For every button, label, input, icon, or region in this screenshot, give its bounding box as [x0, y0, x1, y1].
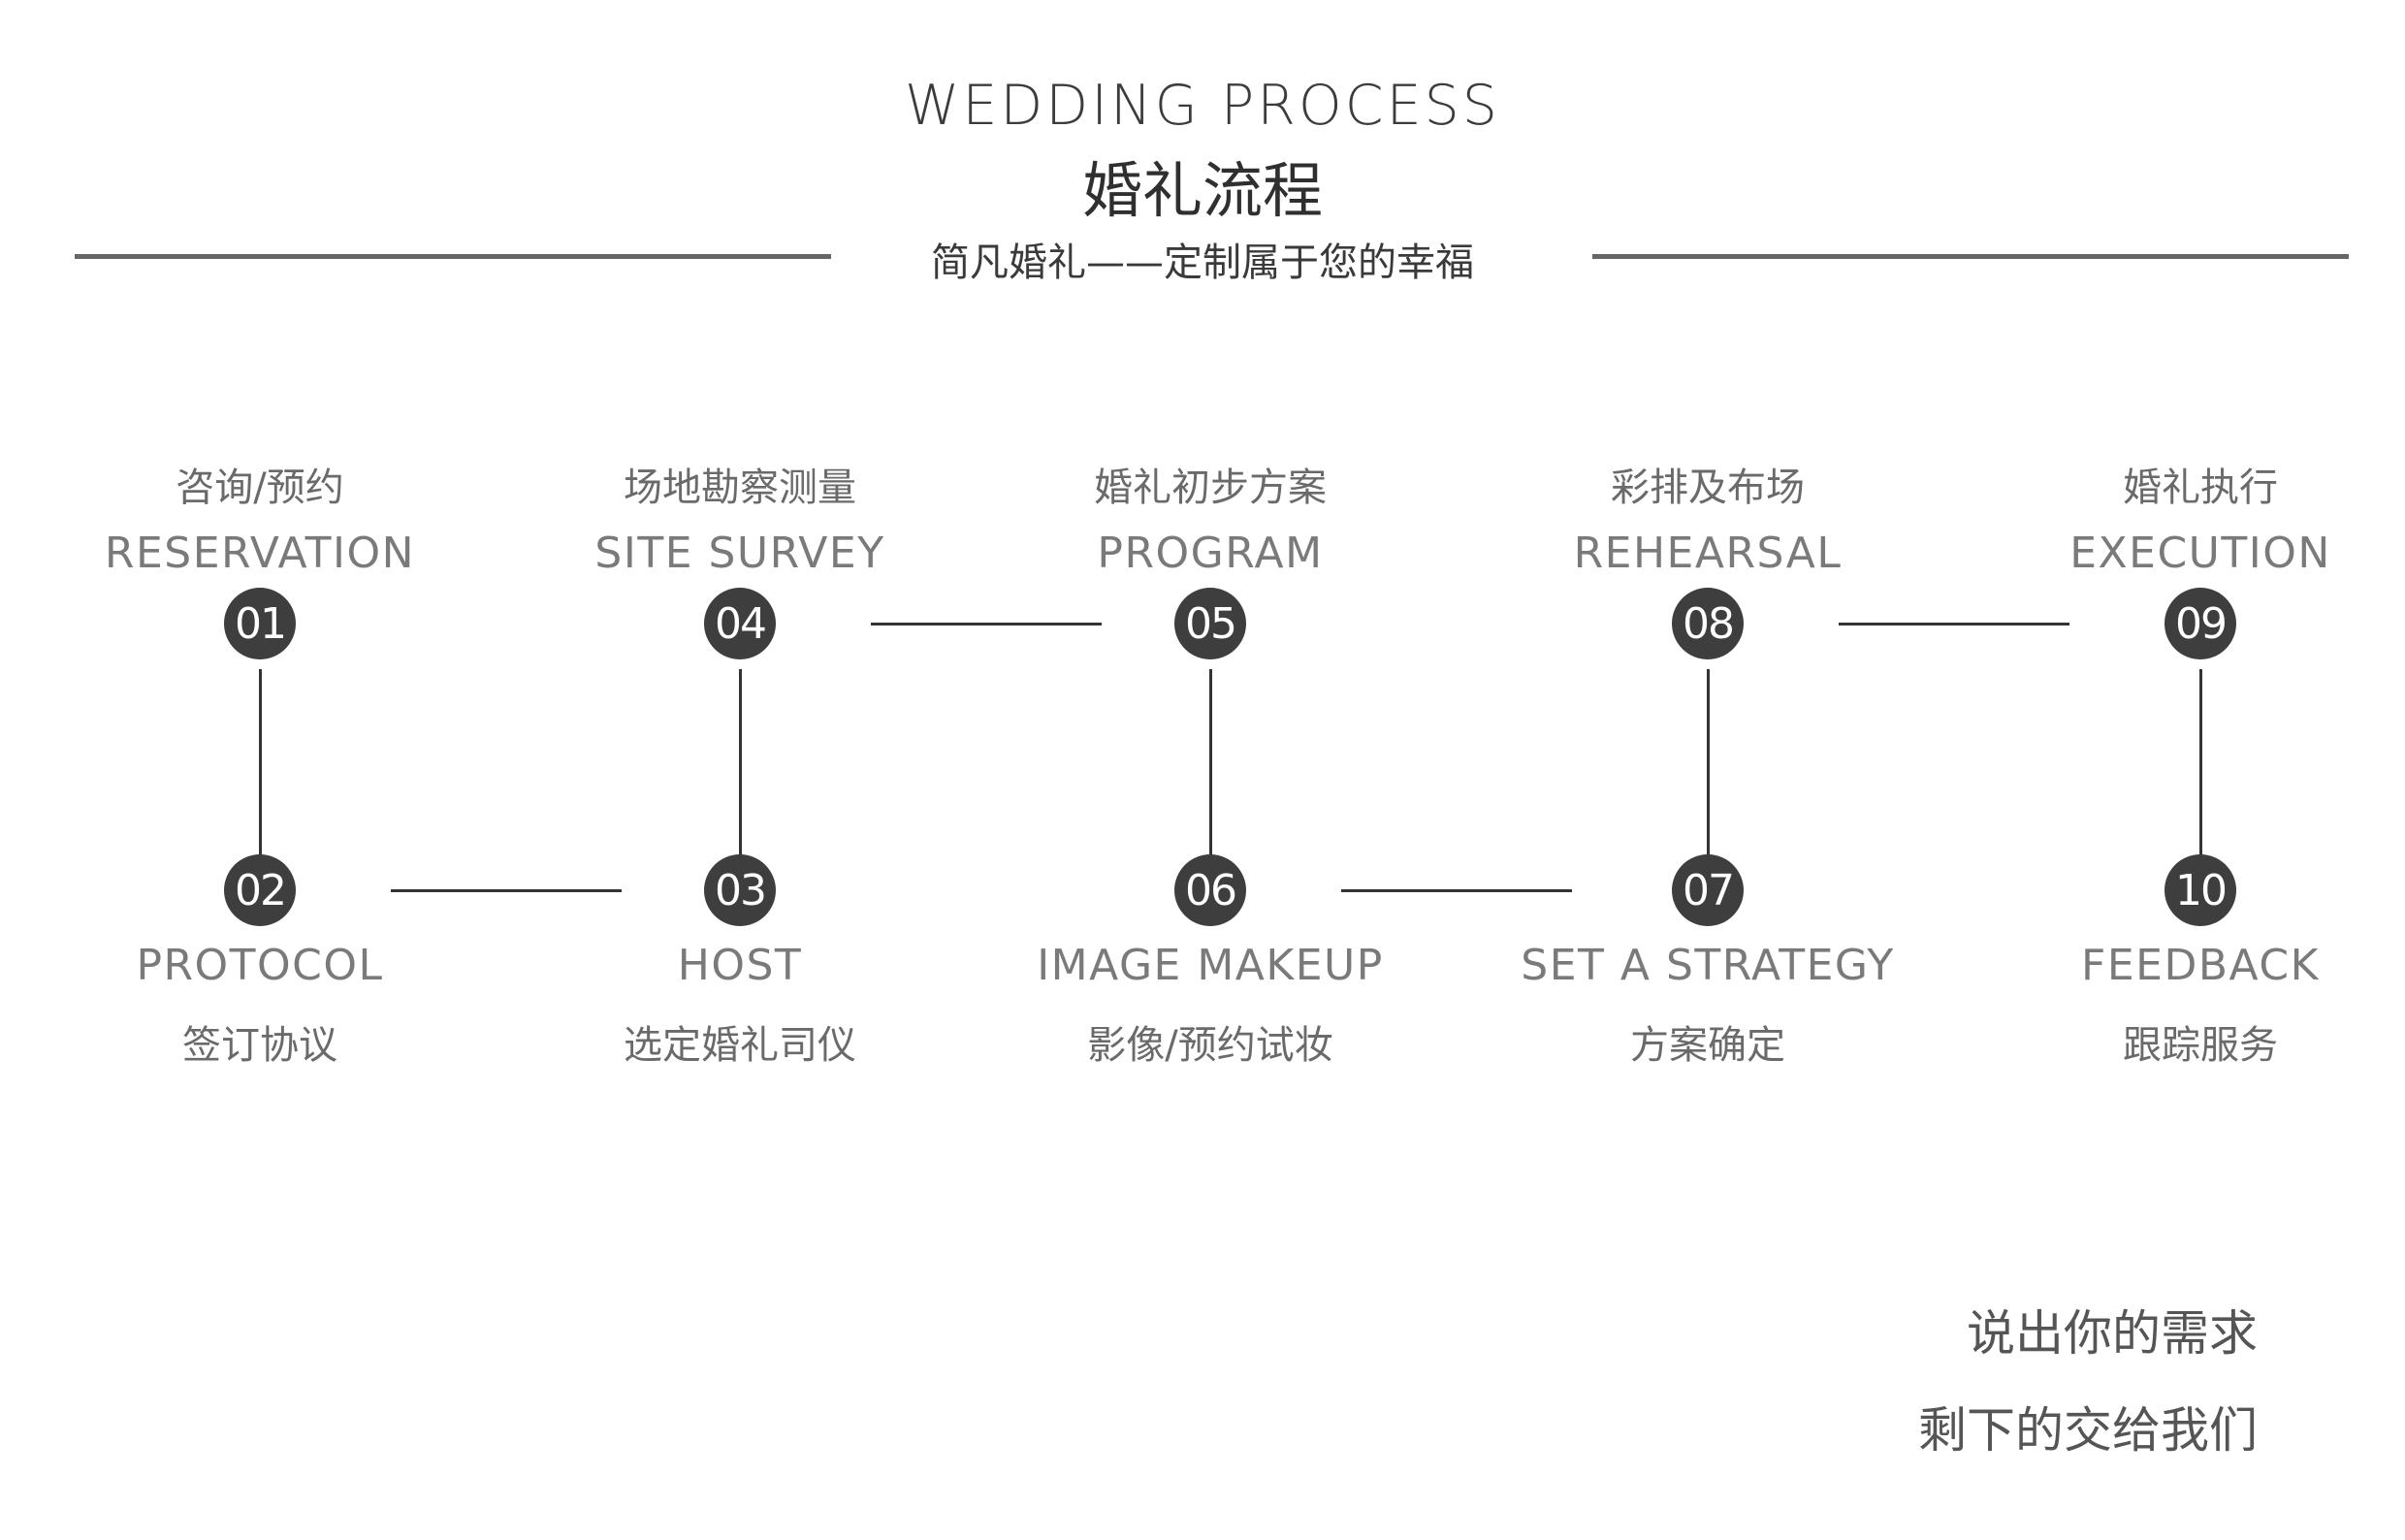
connector-02-03 [391, 889, 622, 892]
step-02-badge: 02 [224, 854, 296, 926]
step-01-label-zh: 咨询/预约 [176, 465, 344, 510]
step-08-badge: 08 [1672, 588, 1744, 659]
step-04-label-en: SITE SURVEY [594, 529, 885, 578]
connector-03-04 [739, 669, 742, 884]
step-04-badge: 04 [704, 588, 776, 659]
step-06-label-en: IMAGE MAKEUP [1037, 941, 1384, 990]
step-10-badge: 10 [2164, 854, 2236, 926]
step-09-badge: 09 [2164, 588, 2236, 659]
step-06-badge: 06 [1174, 854, 1246, 926]
header-rule-right [1592, 254, 2349, 259]
step-09-label-en: EXECUTION [2069, 529, 2331, 578]
connector-08-09 [1839, 623, 2069, 626]
step-07-badge: 07 [1672, 854, 1744, 926]
step-08-label-zh: 彩排及布场 [1611, 465, 1805, 510]
slogan-line-1: 说出你的需求 [1967, 1305, 2258, 1362]
step-03-label-en: HOST [677, 941, 803, 990]
step-09-label-zh: 婚礼执行 [2123, 465, 2278, 510]
step-10-label-zh: 跟踪服务 [2123, 1023, 2278, 1068]
step-07-label-zh: 方案确定 [1630, 1023, 1785, 1068]
step-03-label-zh: 选定婚礼司仪 [624, 1023, 856, 1068]
step-07-label-en: SET A STRATEGY [1521, 941, 1895, 990]
step-10-label-en: FEEDBACK [2081, 941, 2320, 990]
subtitle: 简凡婚礼——定制属于您的幸福 [931, 241, 1474, 285]
step-01-label-en: RESERVATION [104, 529, 416, 578]
step-06-label-zh: 影像/预约试妆 [1087, 1023, 1333, 1068]
title-chinese: 婚礼流程 [1081, 155, 1323, 226]
connector-05-06 [1209, 669, 1212, 884]
step-05-badge: 05 [1174, 588, 1246, 659]
connector-01-02 [259, 669, 262, 884]
title-english: WEDDING PROCESS [905, 74, 1500, 138]
step-08-label-en: REHEARSAL [1573, 529, 1843, 578]
step-03-badge: 03 [704, 854, 776, 926]
connector-04-05 [871, 623, 1102, 626]
step-02-label-zh: 签订协议 [182, 1023, 337, 1068]
step-04-label-zh: 场地勘察测量 [624, 465, 856, 510]
step-05-label-zh: 婚礼初步方案 [1094, 465, 1327, 510]
slogan-line-2: 剩下的交给我们 [1918, 1402, 2258, 1459]
header-rule-left [75, 254, 831, 259]
step-05-label-en: PROGRAM [1097, 529, 1324, 578]
connector-09-10 [2199, 669, 2202, 884]
connector-06-07 [1341, 889, 1572, 892]
step-02-label-en: PROTOCOL [136, 941, 384, 990]
connector-07-08 [1707, 669, 1710, 884]
step-01-badge: 01 [224, 588, 296, 659]
